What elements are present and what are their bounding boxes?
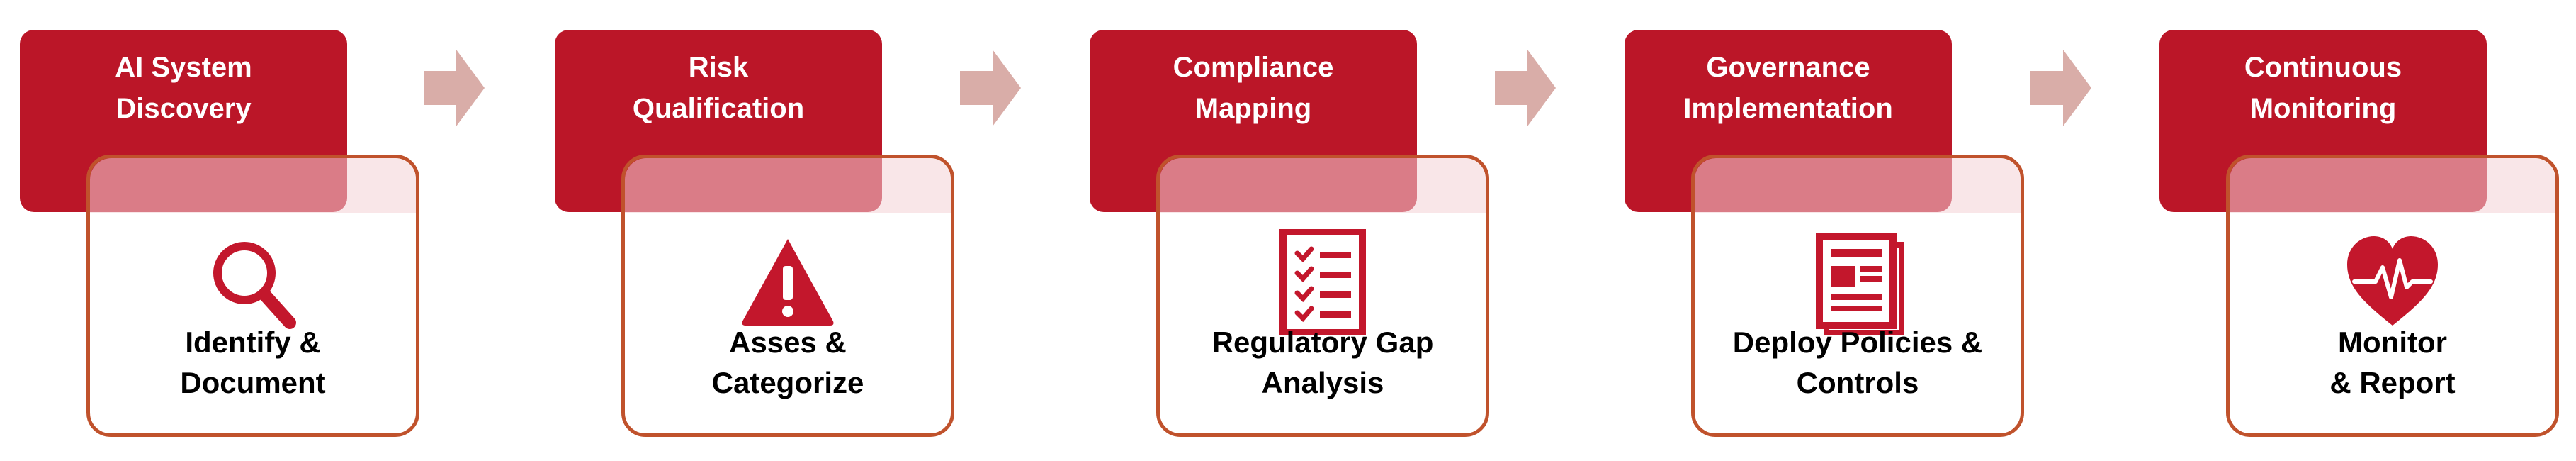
step-description-line: Document: [180, 365, 326, 399]
step-description-line: Categorize: [711, 365, 864, 399]
card-overlap-tint: [2230, 158, 2555, 213]
step-description: Monitor & Report: [2230, 323, 2555, 403]
heartbeat-icon: [2343, 229, 2442, 335]
step-title-line: Discovery: [115, 93, 252, 124]
step-description-line: Deploy Policies &: [1732, 326, 1983, 359]
step-description-line: Monitor: [2338, 326, 2447, 359]
step-risk-qualification: Risk Qualification Asses & Categorize: [535, 0, 954, 461]
step-description-line: Regulatory Gap: [1211, 326, 1434, 359]
step-description: Regulatory Gap Analysis: [1160, 323, 1486, 403]
step-card: Regulatory Gap Analysis: [1156, 155, 1489, 437]
card-overlap-tint: [1160, 158, 1486, 213]
step-ai-system-discovery: AI System Discovery Identify & Document: [0, 0, 419, 461]
magnifier-icon: [203, 229, 303, 335]
step-title-line: Risk: [688, 52, 749, 83]
card-overlap-tint: [1695, 158, 2021, 213]
step-card: Asses & Categorize: [621, 155, 954, 437]
step-title-line: Implementation: [1683, 93, 1893, 124]
step-card: Deploy Policies & Controls: [1691, 155, 2024, 437]
step-card: Identify & Document: [86, 155, 419, 437]
step-continuous-monitoring: Continuous Monitoring Monitor & Report: [2140, 0, 2559, 461]
step-title-line: Mapping: [1194, 93, 1312, 124]
card-overlap-tint: [90, 158, 416, 213]
step-title-line: Continuous: [2244, 52, 2402, 83]
step-description: Identify & Document: [90, 323, 416, 403]
arrow-right-icon: [960, 50, 1021, 126]
step-title-line: Qualification: [632, 93, 805, 124]
step-description-line: & Report: [2329, 365, 2456, 399]
step-compliance-mapping: Compliance Mapping: [1070, 0, 1489, 461]
newspaper-icon: [1808, 229, 1907, 335]
checklist-icon: [1273, 229, 1372, 335]
arrow-right-icon: [1495, 50, 1556, 126]
card-overlap-tint: [625, 158, 951, 213]
step-card: Monitor & Report: [2226, 155, 2559, 437]
step-title-line: Compliance: [1173, 52, 1334, 83]
step-title-line: AI System: [115, 52, 252, 83]
warning-triangle-icon: [738, 229, 837, 335]
step-description-line: Analysis: [1261, 365, 1384, 399]
step-title-line: Governance: [1706, 52, 1870, 83]
arrow-right-icon: [424, 50, 485, 126]
step-title-line: Monitoring: [2249, 93, 2397, 124]
step-governance-implementation: Governance Implementation Deploy Policie…: [1605, 0, 2024, 461]
step-description: Deploy Policies & Controls: [1695, 323, 2021, 403]
step-description-line: Controls: [1796, 365, 1919, 399]
arrow-right-icon: [2030, 50, 2091, 126]
step-description: Asses & Categorize: [625, 323, 951, 403]
step-description-line: Asses &: [729, 326, 847, 359]
step-description-line: Identify &: [185, 326, 321, 359]
